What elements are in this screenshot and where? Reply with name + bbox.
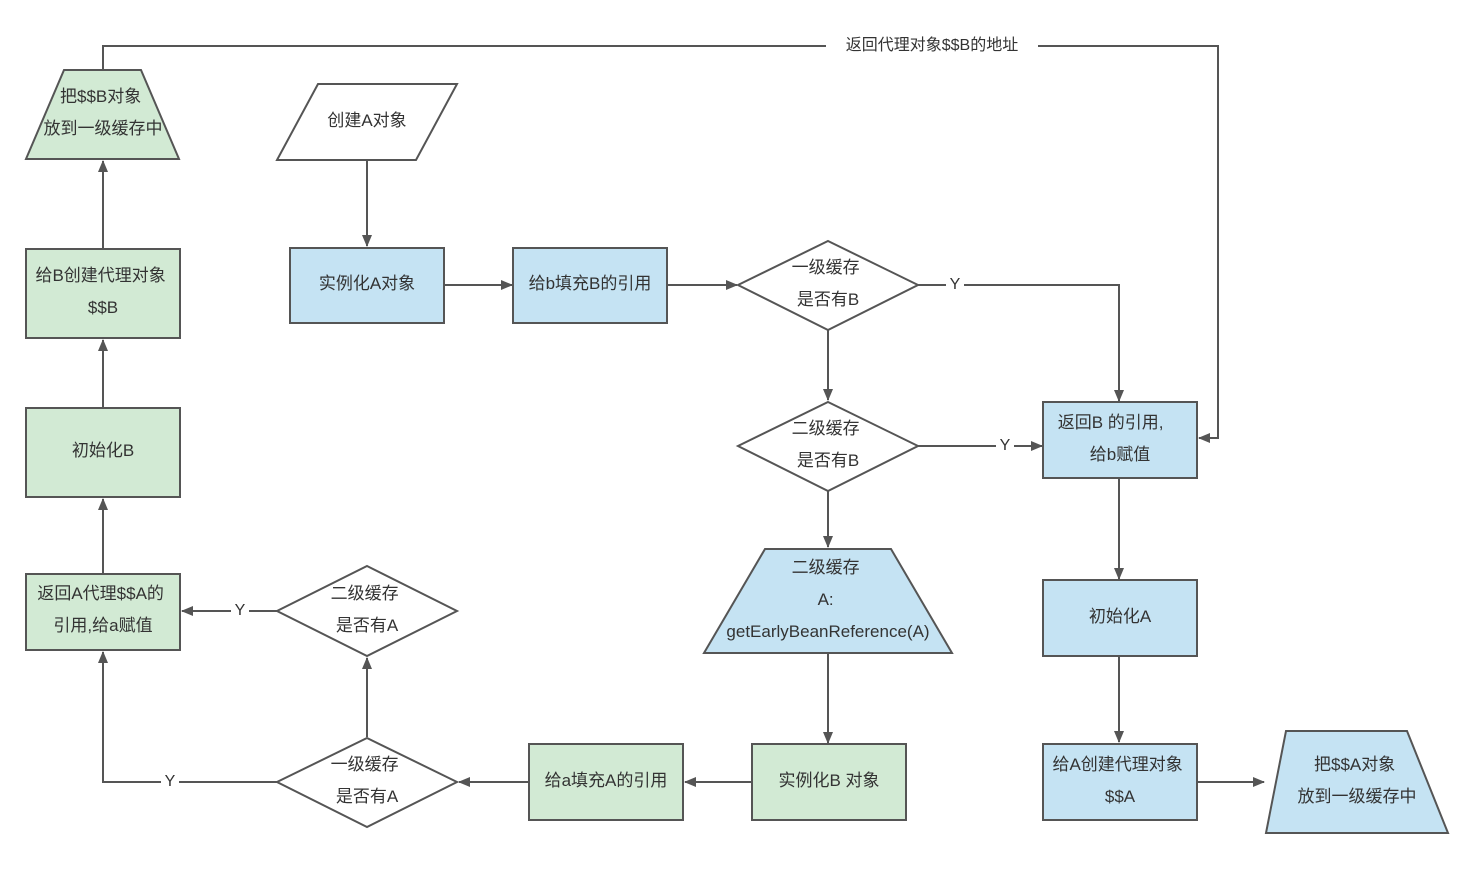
svg-text:二级缓存 A: getEar: 二级缓存 A: getEarlyBeanReference(A) bbox=[726, 558, 929, 641]
svg-text:把$$B对象 放到一级缓存中: 把$$B对象 放到一级缓存中 bbox=[44, 87, 163, 138]
node-text-line: getEarlyBeanReference(A) bbox=[726, 622, 929, 641]
node-text-line: 给a填充A的引用 bbox=[545, 771, 668, 790]
svg-text:创建A对象: 创建A对象 bbox=[327, 111, 406, 130]
svg-text:返回B 的引用, 给b赋值: 返回B 的引用, 给b赋值 bbox=[1058, 413, 1169, 464]
node-text-line: 把$$B对象 bbox=[60, 87, 141, 106]
svg-text:初始化A: 初始化A bbox=[1089, 607, 1152, 626]
edge-put-b-l1-return-address-to-return-b bbox=[102, 45, 1219, 443]
node-text-line: 把$$A对象 bbox=[1314, 755, 1395, 774]
node-text-line: 放到一级缓存中 bbox=[44, 119, 163, 138]
node-text-line: $$A bbox=[1105, 787, 1136, 806]
svg-text:给B创建代理对象 $$B: 给B创建代理对象 $$B bbox=[35, 266, 170, 317]
edge-l1-b-yes-to-return-b bbox=[918, 284, 1124, 402]
node-fill-a-ref: 给a填充A的引用 bbox=[528, 743, 684, 821]
node-put-a-l1: 把$$A对象 放到一级缓存中 bbox=[1264, 730, 1450, 834]
svg-text:一级缓存 是否有A: 一级缓存 是否有A bbox=[331, 755, 404, 806]
node-text-line: A: bbox=[818, 590, 834, 609]
node-text-line: 创建A对象 bbox=[327, 111, 406, 130]
node-text-line: 是否有A bbox=[336, 787, 399, 806]
node-return-b-ref: 返回B 的引用, 给b赋值 bbox=[1042, 401, 1198, 479]
node-init-b: 初始化B bbox=[25, 407, 181, 498]
node-text-line: 给A创建代理对象 bbox=[1052, 755, 1182, 774]
node-l1-has-a: 一级缓存 是否有A bbox=[274, 736, 460, 829]
node-text-line: 给b填充B的引用 bbox=[529, 274, 652, 293]
edge-l1-a-yes-to-return-a bbox=[98, 651, 277, 783]
node-text-line: 实例化B 对象 bbox=[778, 771, 879, 790]
edge-label-yes: Y bbox=[1000, 437, 1011, 454]
svg-text:给a填充A的引用: 给a填充A的引用 bbox=[545, 771, 668, 790]
node-proxy-b: 给B创建代理对象 $$B bbox=[25, 248, 181, 339]
node-text-line: 一级缓存 bbox=[792, 258, 860, 277]
node-text-line: 二级缓存 bbox=[792, 419, 860, 438]
node-l1-has-b: 一级缓存 是否有B bbox=[735, 239, 921, 332]
node-text-line: 是否有B bbox=[797, 290, 859, 309]
node-text-line: 初始化A bbox=[1089, 607, 1152, 626]
node-init-a: 初始化A bbox=[1042, 579, 1198, 657]
edge-label-yes: Y bbox=[235, 602, 246, 619]
edge-label-yes: Y bbox=[165, 773, 176, 790]
svg-text:实例化A对象: 实例化A对象 bbox=[319, 274, 415, 293]
node-text-line: 一级缓存 bbox=[331, 755, 399, 774]
node-instantiate-a: 实例化A对象 bbox=[289, 247, 445, 324]
node-proxy-a: 给A创建代理对象 $$A bbox=[1042, 743, 1198, 821]
node-l2-a-early-reference: 二级缓存 A: getEarlyBeanReference(A) bbox=[702, 548, 954, 654]
node-text-line: 是否有A bbox=[336, 616, 399, 635]
svg-text:二级缓存 是否有A: 二级缓存 是否有A bbox=[331, 584, 404, 635]
node-text-line: 给b赋值 bbox=[1090, 445, 1150, 464]
svg-text:实例化B 对象: 实例化B 对象 bbox=[778, 771, 879, 790]
svg-text:把$$A对象 放到一级缓存中: 把$$A对象 放到一级缓存中 bbox=[1298, 755, 1417, 806]
node-text-line: 实例化A对象 bbox=[319, 274, 415, 293]
node-text-line: 初始化B bbox=[72, 441, 134, 460]
node-instantiate-b: 实例化B 对象 bbox=[751, 743, 907, 821]
svg-text:给b填充B的引用: 给b填充B的引用 bbox=[529, 274, 652, 293]
edges bbox=[98, 45, 1265, 787]
edge-labels: 返回代理对象$$B的地址 Y Y Y Y bbox=[161, 36, 1038, 792]
svg-text:返回A代理$$A的 引用,给a赋值: 返回A代理$$A的 引用,给a赋值 bbox=[37, 584, 168, 635]
node-text-line: 放到一级缓存中 bbox=[1298, 787, 1417, 806]
edge-label-yes: Y bbox=[950, 276, 961, 293]
node-l2-has-b: 二级缓存 是否有B bbox=[735, 400, 921, 493]
node-text-line: 二级缓存 bbox=[331, 584, 399, 603]
svg-text:一级缓存 是否有B: 一级缓存 是否有B bbox=[792, 258, 865, 309]
nodes: 创建A对象 实例化A对象 给b填充B的引用 一级缓存 是否有B 二级缓存 是否有… bbox=[24, 69, 1450, 834]
node-text-line: 返回B 的引用, bbox=[1058, 413, 1164, 432]
node-text-line: 引用,给a赋值 bbox=[53, 616, 152, 635]
svg-text:二级缓存 是否有B: 二级缓存 是否有B bbox=[792, 419, 865, 470]
node-fill-b-ref: 给b填充B的引用 bbox=[512, 247, 668, 324]
node-text-line: $$B bbox=[88, 298, 118, 317]
node-l2-has-a: 二级缓存 是否有A bbox=[274, 564, 460, 658]
node-put-b-l1: 把$$B对象 放到一级缓存中 bbox=[24, 69, 181, 160]
svg-text:初始化B: 初始化B bbox=[72, 441, 134, 460]
edge-label-return-proxy-b-address: 返回代理对象$$B的地址 bbox=[846, 36, 1018, 54]
node-text-line: 返回A代理$$A的 bbox=[37, 584, 164, 603]
node-return-a-proxy: 返回A代理$$A的 引用,给a赋值 bbox=[25, 573, 181, 651]
node-text-line: 二级缓存 bbox=[792, 558, 860, 577]
node-create-a: 创建A对象 bbox=[275, 83, 459, 161]
node-text-line: 给B创建代理对象 bbox=[35, 266, 165, 285]
node-text-line: 是否有B bbox=[797, 451, 859, 470]
svg-text:给A创建代理对象 $$A: 给A创建代理对象 $$A bbox=[1052, 755, 1187, 806]
